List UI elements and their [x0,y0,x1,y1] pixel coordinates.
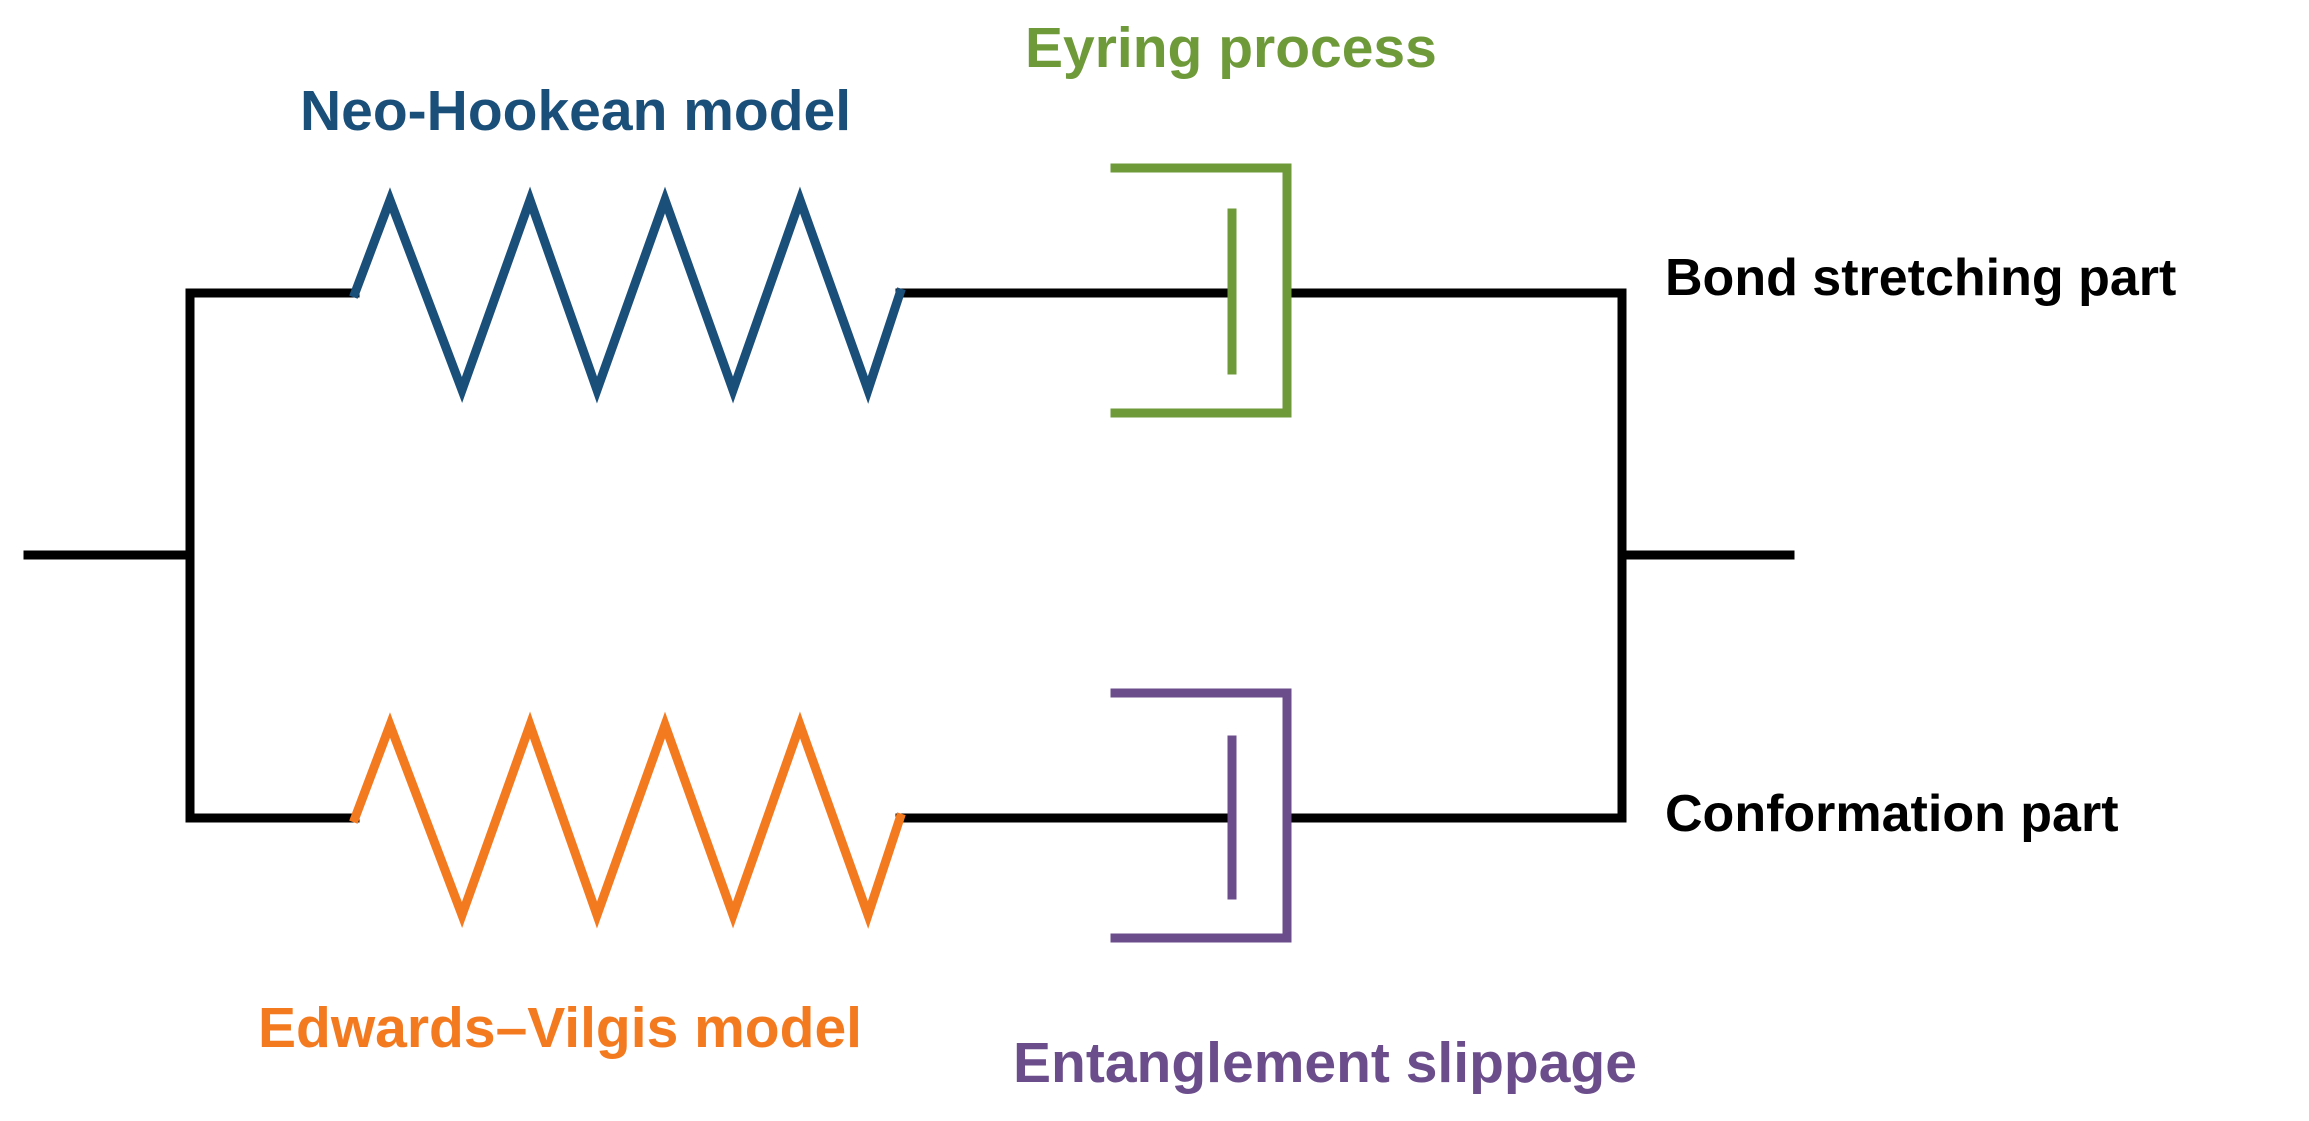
entanglement-dashpot-cylinder [1110,688,1292,943]
neo-hookean-label: Neo-Hookean model [300,79,852,143]
neo-hookean-spring [349,186,906,404]
eyring-process-label: Eyring process [1025,16,1437,80]
edwards-vilgis-spring [349,711,906,929]
entanglement-slippage-label: Entanglement slippage [1013,1031,1637,1095]
conformation-part-label: Conformation part [1665,785,2119,843]
bond-stretching-part-label: Bond stretching part [1665,249,2177,307]
edwards-vilgis-label: Edwards–Vilgis model [258,996,862,1060]
eyring-dashpot-cylinder [1110,163,1292,418]
